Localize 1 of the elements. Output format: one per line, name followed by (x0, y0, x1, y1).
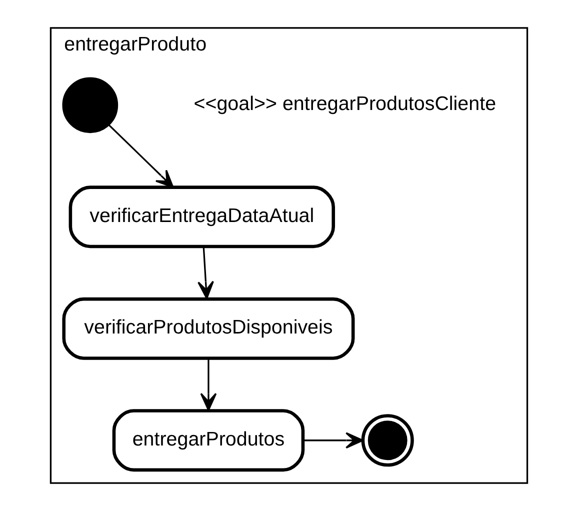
label: <<goal>> entregarProdutosCliente (193, 93, 496, 116)
